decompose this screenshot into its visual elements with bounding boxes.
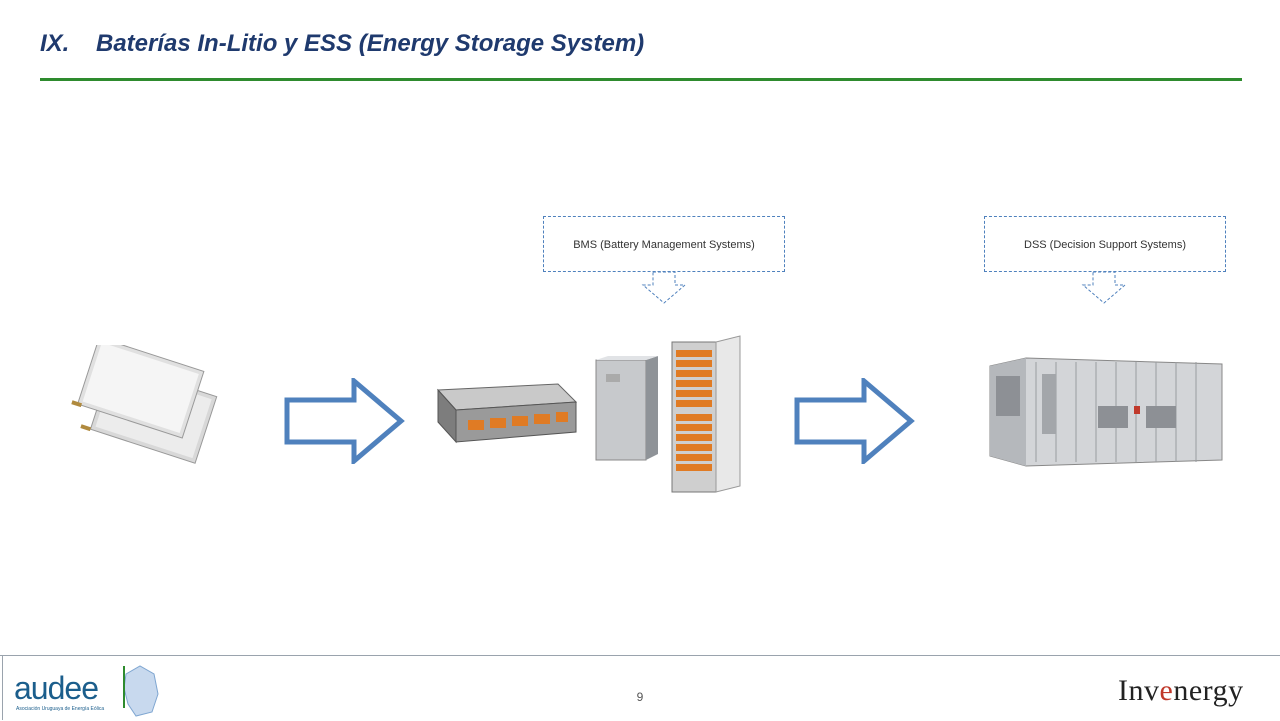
container-ess-icon xyxy=(989,357,1223,467)
bms-callout-pointer xyxy=(641,271,687,304)
footer xyxy=(0,655,1280,721)
battery-module-icon xyxy=(436,383,578,444)
uruguay-map-icon xyxy=(123,665,159,717)
flow-arrow-1 xyxy=(284,378,405,464)
battery-cabinet-icon xyxy=(595,356,658,461)
dss-callout-label: DSS (Decision Support Systems) xyxy=(1024,239,1186,251)
footer-left-border xyxy=(2,655,3,720)
audee-logo: audee Asociación Uruguaya de Energía Eól… xyxy=(14,664,164,718)
dss-callout-pointer xyxy=(1081,271,1127,304)
title-text: Baterías In-Litio y ESS (Energy Storage … xyxy=(96,30,645,57)
title-divider xyxy=(40,78,1242,81)
flow-arrow-2 xyxy=(794,378,915,464)
battery-rack-icon xyxy=(671,335,741,493)
title-number: IX. xyxy=(40,30,70,57)
battery-cell-pouch-icon xyxy=(71,345,218,464)
invenergy-logo: Invenergy xyxy=(1118,674,1244,708)
bms-callout: BMS (Battery Management Systems) xyxy=(543,216,785,272)
bms-callout-label: BMS (Battery Management Systems) xyxy=(573,239,755,251)
invenergy-logo-prefix: Inv xyxy=(1118,674,1160,707)
dss-callout: DSS (Decision Support Systems) xyxy=(984,216,1226,272)
invenergy-logo-highlight: e xyxy=(1159,674,1174,707)
audee-logo-subtitle: Asociación Uruguaya de Energía Eólica xyxy=(16,706,105,712)
invenergy-logo-suffix: nergy xyxy=(1173,674,1244,707)
page-number: 9 xyxy=(636,690,644,704)
slide-title: IX. Baterías In-Litio y ESS (Energy Stora… xyxy=(40,30,644,58)
audee-logo-text: audee xyxy=(14,670,99,706)
